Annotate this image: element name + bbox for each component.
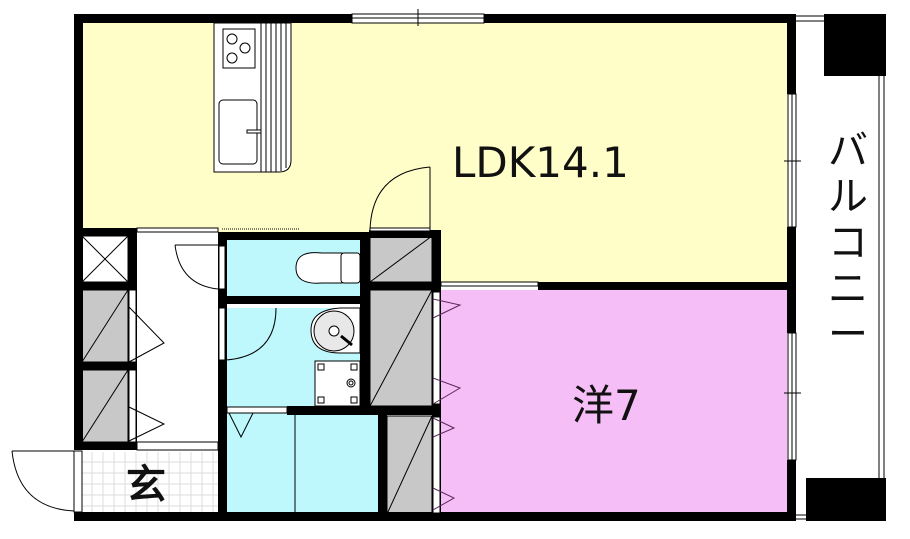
- bathroom: [226, 413, 378, 513]
- balcony-rail: [796, 15, 885, 520]
- balcony-pillar-top: [824, 14, 886, 76]
- western-room-label: 洋7: [572, 381, 641, 430]
- balcony-pillar-bottom: [806, 478, 886, 521]
- closets: [81, 235, 433, 515]
- wash-basin-icon: [310, 307, 361, 354]
- western-room: [440, 290, 787, 512]
- hallway: [136, 230, 218, 448]
- washing-machine-pan-icon: [314, 360, 361, 407]
- pipe-shaft: [81, 235, 129, 283]
- toilet-icon: [295, 252, 361, 284]
- windows: [351, 9, 801, 461]
- entrance-tiles: [82, 452, 218, 512]
- ldk-room-label: LDK14.1: [452, 138, 629, 187]
- kitchen-counter: [213, 22, 292, 173]
- doors: [11, 166, 640, 514]
- balcony-label: バルコニー: [828, 128, 868, 358]
- entrance-label: 玄: [126, 462, 166, 508]
